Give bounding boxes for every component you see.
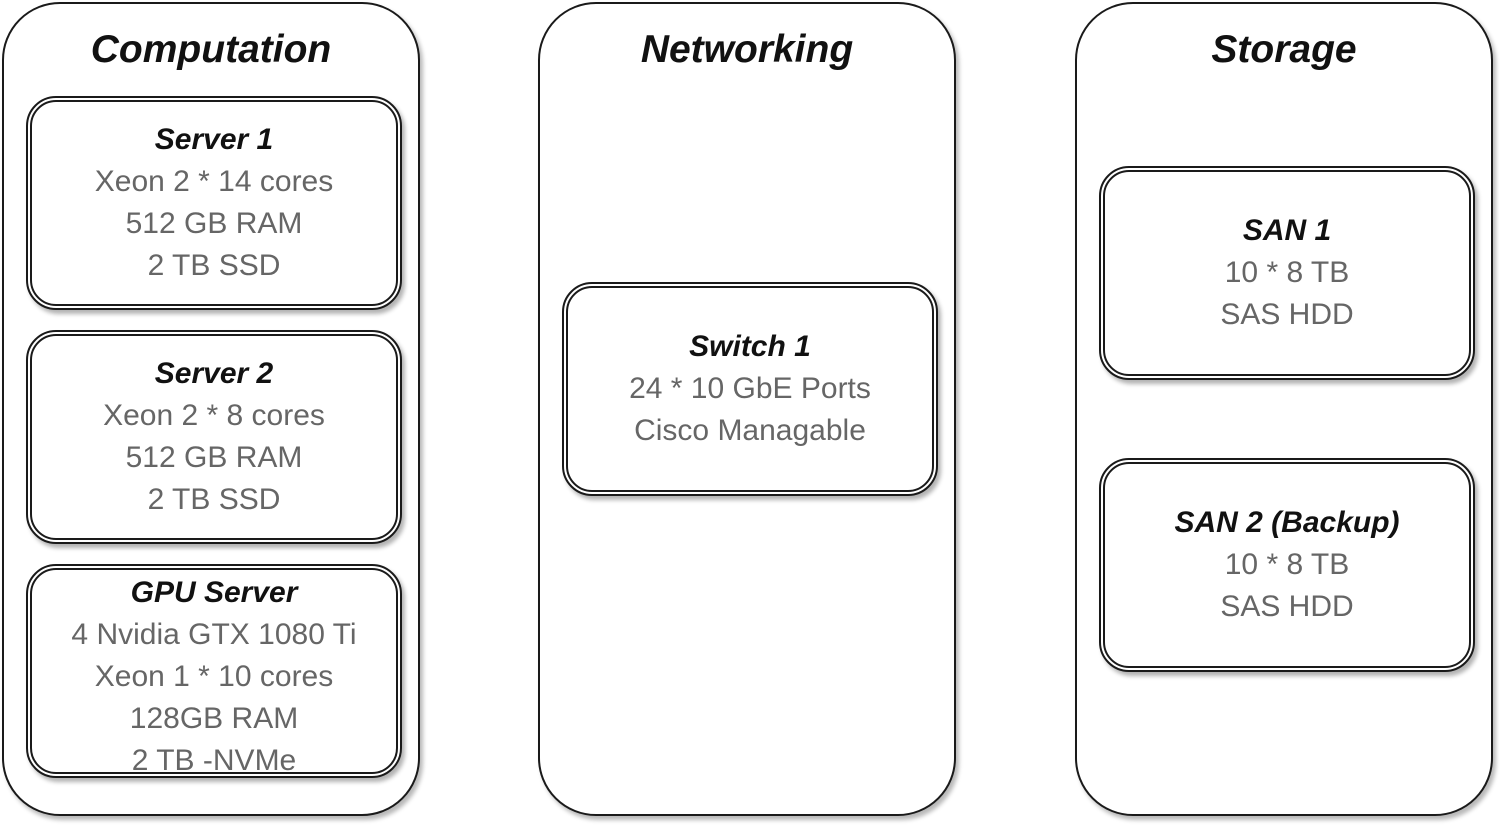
server-2-ram: 512 GB RAM [125,441,303,474]
server-1-title: Server 1 [154,123,274,156]
storage-title: Storage [1211,28,1357,71]
switch-1-vendor: Cisco Managable [634,414,866,447]
san-1-title: SAN 1 [1242,214,1332,247]
san-2-capacity: 10 * 8 TB [1224,548,1350,581]
gpu-server-ram: 128GB RAM [129,702,299,735]
server-2-cpu: Xeon 2 * 8 cores [103,399,325,432]
san-2-node: SAN 2 (Backup) 10 * 8 TB SAS HDD [1099,458,1475,672]
server-1-node: Server 1 Xeon 2 * 14 cores 512 GB RAM 2 … [26,96,402,310]
computation-group: Computation Server 1 Xeon 2 * 14 cores 5… [2,2,420,816]
server-1-ram: 512 GB RAM [125,207,303,240]
server-1-cpu: Xeon 2 * 14 cores [94,165,334,198]
networking-title: Networking [640,28,854,71]
switch-1-ports: 24 * 10 GbE Ports [629,372,871,405]
server-2-node: Server 2 Xeon 2 * 8 cores 512 GB RAM 2 T… [26,330,402,544]
san-2-disk-type: SAS HDD [1220,590,1354,623]
switch-1-title: Switch 1 [689,330,811,363]
server-2-title: Server 2 [154,357,274,390]
networking-group: Networking Switch 1 24 * 10 GbE Ports Ci… [538,2,956,816]
san-1-capacity: 10 * 8 TB [1224,256,1350,289]
storage-group: Storage SAN 1 10 * 8 TB SAS HDD SAN 2 (B… [1075,2,1493,816]
gpu-server-gpu: 4 Nvidia GTX 1080 Ti [71,618,357,651]
gpu-server-cpu: Xeon 1 * 10 cores [94,660,334,693]
san-1-disk-type: SAS HDD [1220,298,1354,331]
server-2-storage: 2 TB SSD [147,483,281,516]
san-2-title: SAN 2 (Backup) [1174,506,1400,539]
switch-1-node: Switch 1 24 * 10 GbE Ports Cisco Managab… [562,282,938,496]
computation-title: Computation [90,28,332,71]
server-1-storage: 2 TB SSD [147,249,281,282]
gpu-server-title: GPU Server [130,576,298,609]
gpu-server-node: GPU Server 4 Nvidia GTX 1080 Ti Xeon 1 *… [26,564,402,778]
gpu-server-storage: 2 TB -NVMe [131,744,297,777]
san-1-node: SAN 1 10 * 8 TB SAS HDD [1099,166,1475,380]
